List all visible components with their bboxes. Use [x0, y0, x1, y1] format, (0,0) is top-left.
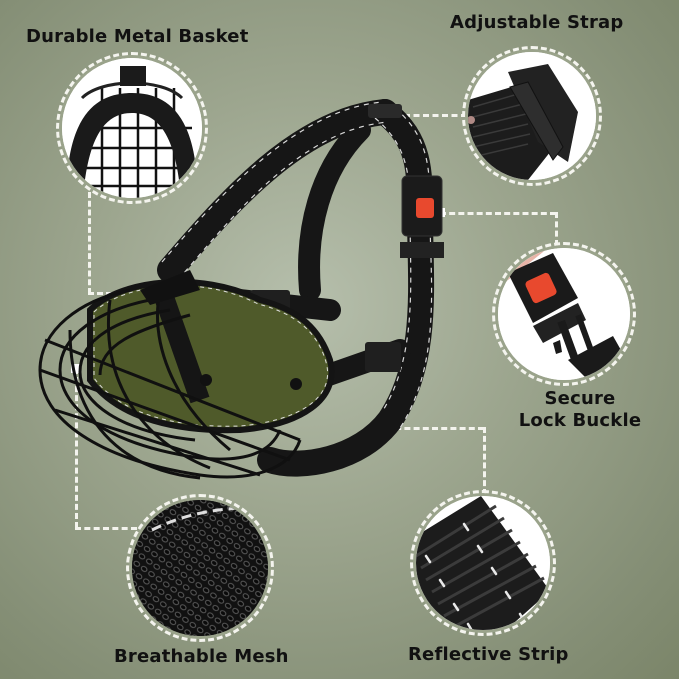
- leader-line-mesh-horizontal: [75, 527, 137, 530]
- dashed-ring-reflective: [410, 490, 556, 636]
- anchor-dot-mesh: [71, 364, 80, 373]
- label-breathable-mesh: Breathable Mesh: [114, 646, 289, 667]
- label-line-2: Lock Buckle: [518, 410, 642, 431]
- leader-line-strap: [385, 114, 467, 117]
- leader-line-buckle-horizontal: [440, 212, 556, 215]
- leader-line-reflective-horizontal: [386, 427, 484, 430]
- dashed-ring-basket: [56, 52, 208, 204]
- label-durable-metal-basket: Durable Metal Basket: [26, 26, 249, 47]
- label-line-1: Secure: [544, 388, 616, 409]
- dashed-ring-mesh: [126, 494, 274, 642]
- leader-line-buckle-vertical: [555, 212, 558, 246]
- leader-line-basket-vertical: [88, 192, 91, 294]
- dashed-ring-strap: [462, 46, 602, 186]
- dashed-ring-buckle: [492, 242, 636, 386]
- label-adjustable-strap: Adjustable Strap: [450, 12, 624, 33]
- leader-line-mesh-vertical: [75, 368, 78, 528]
- label-reflective-strip: Reflective Strip: [408, 644, 569, 665]
- leader-line-reflective-vertical: [483, 427, 486, 495]
- label-secure-lock-buckle: Secure Lock Buckle: [500, 388, 660, 432]
